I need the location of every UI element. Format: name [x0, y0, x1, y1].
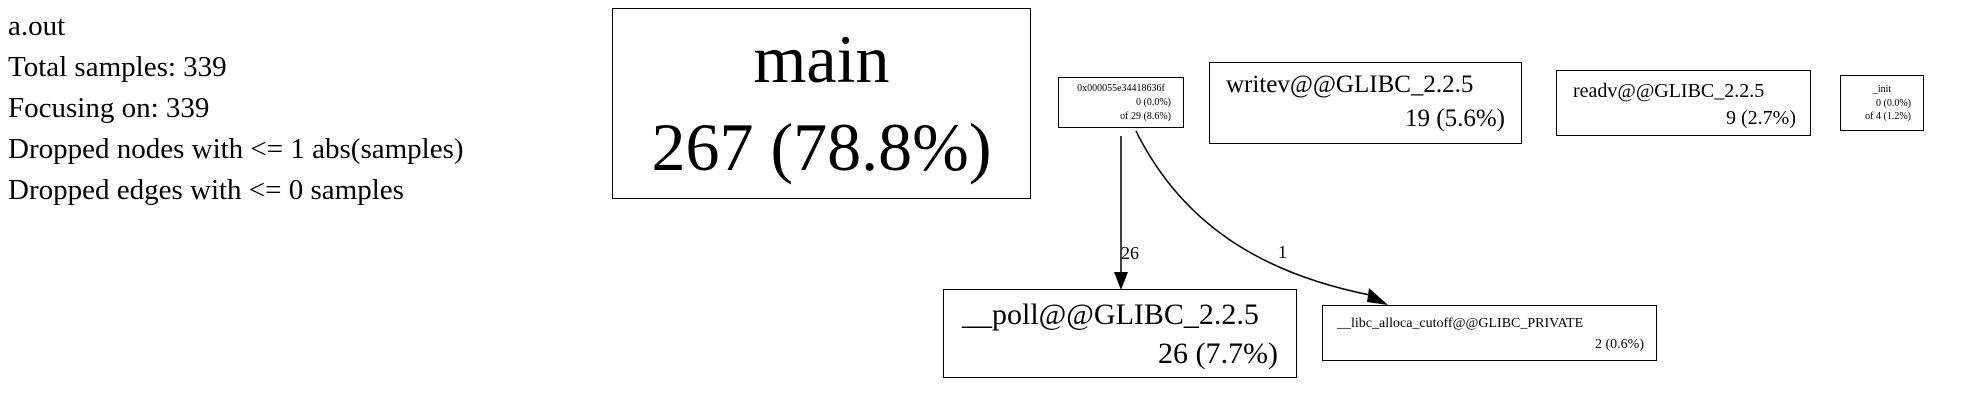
node-readv-stats: 9 (2.7%) — [1726, 107, 1796, 129]
edge-label-1: 1 — [1278, 242, 1287, 262]
legend-dropped-nodes: Dropped nodes with <= 1 abs(samples) — [8, 133, 464, 165]
legend-binary: a.out — [8, 10, 66, 42]
node-main-stats: 267 (78.8%) — [651, 109, 992, 185]
node-poll-name: __poll@@GLIBC_2.2.5 — [962, 298, 1259, 331]
edge-addr-to-alloca[interactable] — [1135, 130, 1371, 296]
node-init-cum: of 4 (1.2%) — [1865, 111, 1911, 122]
node-readv[interactable]: readv@@GLIBC_2.2.5 9 (2.7%) — [1556, 70, 1811, 136]
node-address-flat: 0 (0.0%) — [1136, 97, 1171, 108]
node-init-name: _init — [1872, 84, 1892, 95]
node-address[interactable]: 0x000055e34418636f 0 (0.0%) of 29 (8.6%) — [1058, 77, 1184, 128]
node-address-cum: of 29 (8.6%) — [1120, 111, 1171, 122]
edge-arrowhead-poll — [1114, 272, 1128, 290]
edge-arrowhead-alloca — [1367, 288, 1388, 305]
graph-legend: a.out Total samples: 339 Focusing on: 33… — [8, 6, 464, 211]
node-alloca-stats: 2 (0.6%) — [1595, 337, 1644, 352]
node-writev-stats: 19 (5.6%) — [1405, 105, 1505, 132]
node-alloca[interactable]: __libc_alloca_cutoff@@GLIBC_PRIVATE 2 (0… — [1322, 305, 1657, 361]
node-main-name: main — [753, 21, 890, 97]
node-alloca-name: __libc_alloca_cutoff@@GLIBC_PRIVATE — [1337, 316, 1584, 331]
node-address-name: 0x000055e34418636f — [1077, 83, 1165, 94]
legend-dropped-edges: Dropped edges with <= 0 samples — [8, 174, 404, 206]
legend-total-samples: Total samples: 339 — [8, 51, 227, 83]
node-poll[interactable]: __poll@@GLIBC_2.2.5 26 (7.7%) — [943, 289, 1297, 378]
node-writev[interactable]: writev@@GLIBC_2.2.5 19 (5.6%) — [1209, 62, 1522, 144]
node-init[interactable]: _init 0 (0.0%) of 4 (1.2%) — [1840, 75, 1924, 131]
node-init-flat: 0 (0.0%) — [1876, 98, 1911, 109]
legend-focusing: Focusing on: 339 — [8, 92, 210, 124]
edge-label-26: 26 — [1121, 243, 1139, 263]
node-poll-stats: 26 (7.7%) — [1158, 337, 1278, 370]
node-writev-name: writev@@GLIBC_2.2.5 — [1226, 71, 1474, 98]
node-readv-name: readv@@GLIBC_2.2.5 — [1573, 80, 1765, 102]
node-main[interactable]: main 267 (78.8%) — [612, 8, 1031, 199]
